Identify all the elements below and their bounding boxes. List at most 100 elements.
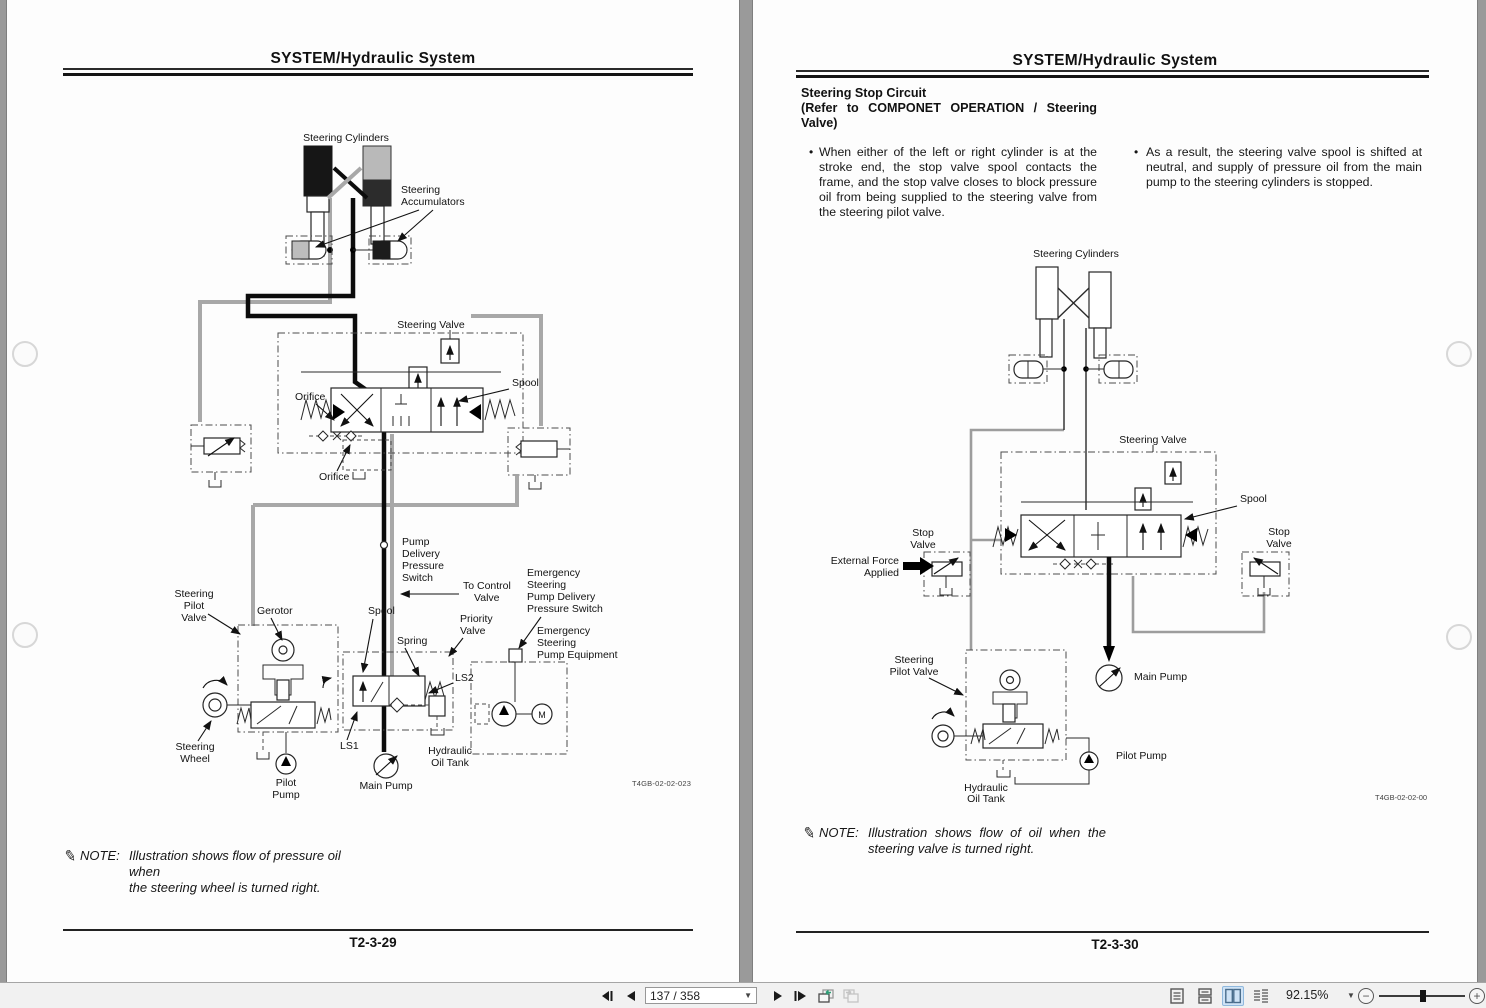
right-diagram-steering-stop-circuit: Steering Cylinders Steering Valve	[831, 248, 1427, 805]
diagram-label: Pump Equipment	[537, 649, 618, 661]
bullet-paragraph-2: As a result, the steering valve spool is…	[1146, 145, 1422, 189]
diagram-label: Emergency	[537, 625, 591, 637]
diagram-label: Oil Tank	[967, 793, 1005, 805]
diagram-label: Valve	[1266, 538, 1292, 550]
diagram-label: Main Pump	[1134, 671, 1187, 683]
zoom-in-button[interactable]: +	[1468, 986, 1486, 1006]
diagram-label: Hydraulic	[964, 782, 1008, 794]
diagram-label: Valve	[910, 539, 936, 551]
bullet-paragraph-1: When either of the left or right cylinde…	[819, 145, 1097, 219]
section-heading: Steering Stop Circuit (Refer to COMPONET…	[801, 86, 1097, 131]
diagram-label: Pilot	[276, 777, 297, 789]
first-page-button[interactable]	[598, 986, 616, 1006]
figure-code: T4GB-02-02-00	[1375, 793, 1427, 802]
diagram-label: Wheel	[180, 753, 210, 765]
diagram-label: Spool	[512, 377, 539, 389]
diagram-label: Oil Tank	[431, 757, 469, 769]
diagram-label: Steering	[894, 654, 933, 666]
diagram-label: LS2	[455, 672, 474, 684]
diagram-label: Priority	[460, 613, 493, 625]
pencil-note-icon: ✎	[62, 847, 78, 866]
diagram-label: To Control	[463, 580, 511, 592]
page-indicator: 137 / 358	[650, 988, 701, 1003]
punch-hole	[12, 341, 38, 367]
chevron-down-icon: ▼	[744, 991, 752, 1000]
pencil-note-icon: ✎	[801, 824, 817, 843]
diagram-label: Spool	[1240, 493, 1267, 505]
diagram-label: Gerotor	[257, 605, 293, 617]
previous-page-button[interactable]	[623, 986, 639, 1006]
next-page-button[interactable]	[770, 986, 786, 1006]
diagram-label: Accumulators	[401, 196, 465, 208]
punch-hole	[12, 622, 38, 648]
diagram-label: Pressure Switch	[527, 603, 603, 615]
diagram-label: Pump	[402, 536, 430, 548]
diagram-label: Steering Valve	[1119, 434, 1187, 446]
diagram-label: Switch	[402, 572, 433, 584]
facing-view-button[interactable]	[1222, 986, 1244, 1006]
page-title: SYSTEM/Hydraulic System	[270, 50, 476, 67]
diagram-label: M	[538, 710, 546, 720]
diagram-label: Steering	[174, 588, 213, 600]
last-page-button[interactable]	[791, 986, 809, 1006]
figure-code: T4GB-02-02-023	[632, 779, 692, 788]
diagram-label: Delivery	[402, 548, 441, 560]
note-line: Illustration shows flow of oil when the	[868, 825, 1106, 840]
diagram-label: Valve	[181, 612, 207, 624]
diagram-label: Steering Cylinders	[303, 132, 389, 144]
chevron-down-icon[interactable]: ▼	[1347, 991, 1355, 1000]
external-force-arrow	[903, 562, 920, 570]
zoom-slider[interactable]	[1379, 986, 1465, 1006]
diagram-label: Valve	[460, 625, 486, 637]
note-label: NOTE:	[80, 848, 120, 863]
document-area: SYSTEM/Hydraulic System	[0, 0, 1486, 982]
note-line: steering valve is turned right.	[868, 841, 1035, 856]
diagram-label: Pump Delivery	[527, 591, 596, 603]
left-diagram-hydraulic-circuit: Steering Cylinders Steering Accumulators…	[174, 132, 618, 800]
page-number-combobox[interactable]: 137 / 358 ▼	[645, 987, 757, 1004]
diagram-label: Pilot Pump	[1116, 750, 1167, 762]
left-page: SYSTEM/Hydraulic System	[6, 0, 740, 982]
diagram-label: Spring	[397, 635, 428, 647]
note-line: the steering wheel is turned right.	[129, 880, 321, 895]
header-rule	[63, 68, 693, 76]
single-page-view-button[interactable]	[1166, 986, 1188, 1006]
zoom-out-button[interactable]: −	[1357, 986, 1375, 1006]
diagram-label: Steering	[175, 741, 214, 753]
diagram-label: Stop	[912, 527, 934, 539]
diagram-label: External Force	[831, 555, 899, 567]
section-subtitle-line1: (Refer to COMPONET OPERATION / Steering	[801, 101, 1097, 115]
continuous-view-button[interactable]	[1194, 986, 1216, 1006]
diagram-label: Pilot	[184, 600, 205, 612]
header-rule	[796, 70, 1429, 78]
diagram-label: Steering Cylinders	[1033, 248, 1119, 260]
zoom-percent-value[interactable]: 92.15%	[1286, 988, 1329, 1002]
bullet-marker: •	[809, 145, 814, 159]
diagram-label: Pump	[272, 789, 300, 800]
diagram-label: Main Pump	[359, 780, 412, 792]
diagram-label: Steering	[527, 579, 566, 591]
punch-hole	[1446, 341, 1472, 367]
footer-rule	[796, 931, 1429, 933]
bullet-marker: •	[1134, 145, 1139, 159]
diagram-label: Orifice	[295, 391, 325, 403]
footer-page-number: T2-3-29	[349, 935, 397, 950]
diagram-label: Applied	[864, 567, 899, 579]
continuous-facing-view-button[interactable]	[1250, 986, 1272, 1006]
diagram-label: Spool	[368, 605, 395, 617]
diagram-label: Emergency	[527, 567, 581, 579]
right-page: SYSTEM/Hydraulic System Steering Stop Ci…	[752, 0, 1478, 982]
zoom-slider-handle[interactable]	[1420, 990, 1426, 1002]
note-line: Illustration shows flow of pressure oil …	[129, 848, 341, 879]
section-title: Steering Stop Circuit	[801, 86, 927, 100]
diagram-label: Hydraulic	[428, 745, 472, 757]
previous-view-button[interactable]	[816, 986, 836, 1006]
pdf-viewer-bottom-toolbar: 137 / 358 ▼ 92.15% ▼ −	[0, 982, 1486, 1008]
note-label: NOTE:	[819, 825, 859, 840]
punch-hole	[1446, 624, 1472, 650]
diagram-label: LS1	[340, 740, 359, 752]
diagram-label: Orifice	[319, 471, 349, 483]
diagram-label: Steering	[401, 184, 440, 196]
diagram-label: Valve	[474, 592, 500, 604]
next-view-button[interactable]	[841, 986, 861, 1006]
